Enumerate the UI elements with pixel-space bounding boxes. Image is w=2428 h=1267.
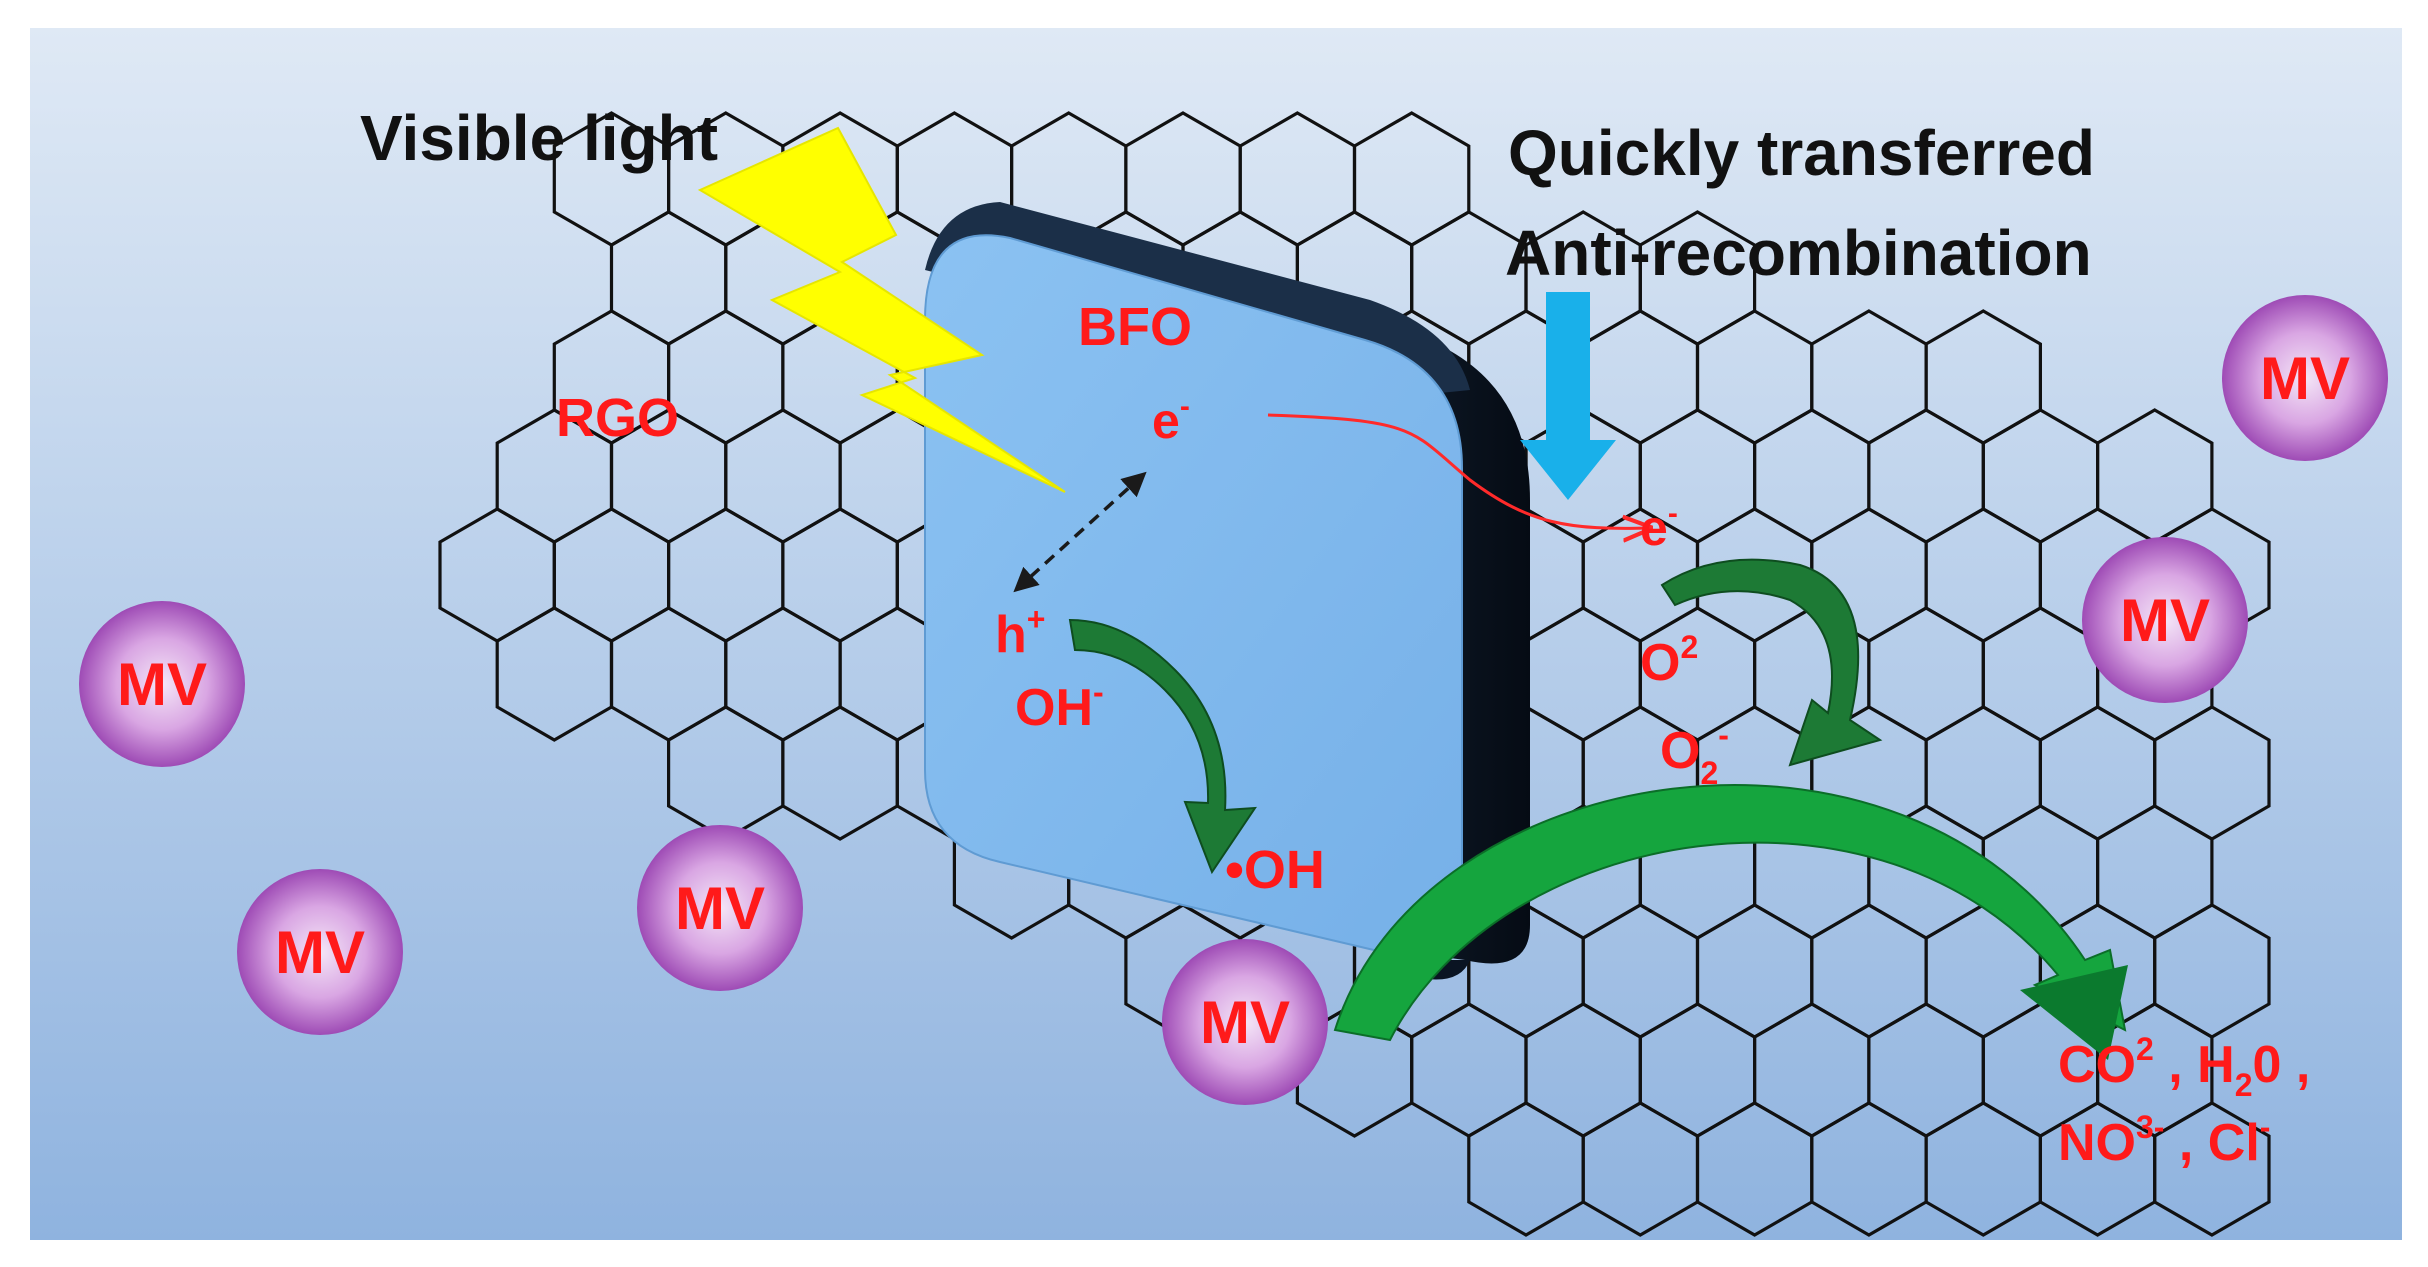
hole-label: h+: [995, 601, 1045, 664]
hydroxyl-radical-label: •OH: [1225, 840, 1325, 900]
molecule-mv-label: MV: [1200, 989, 1290, 1056]
anti-recombination-label: Anti-recombination: [1505, 217, 2092, 289]
molecule-mv-label: MV: [2260, 345, 2350, 412]
electron-bfo-label: e-: [1152, 390, 1190, 449]
rgo-label: RGO: [556, 388, 679, 448]
hexagon-cell: [2153, 903, 2271, 1039]
visible-light-label: Visible light: [360, 102, 718, 174]
oxygen-label: O2: [1640, 629, 1698, 692]
quickly-transferred-label: Quickly transferred: [1508, 117, 2095, 189]
charge-separation-dashed-arrow: [1013, 471, 1147, 593]
molecule-mv-label: MV: [675, 875, 765, 942]
molecule-mv: MV: [237, 869, 403, 1035]
oh-oxidation-arrow-icon: [1068, 618, 1257, 875]
electron-rgo-label: e-: [1640, 497, 1678, 556]
molecule-mv-label: MV: [275, 919, 365, 986]
electron-path-arrow: [1267, 413, 1650, 528]
products-line-2: NO3- , Cl-: [2058, 1109, 2270, 1172]
molecule-mv: MV: [1162, 939, 1328, 1105]
molecule-mv-label: MV: [117, 651, 207, 718]
molecule-mv: MV: [637, 825, 803, 991]
hexagon-cell: [2153, 1101, 2271, 1237]
molecule-mv: MV: [79, 601, 245, 767]
oxygen-reduction-arrow-icon: [1660, 558, 1883, 767]
hydroxide-label: OH-: [1015, 674, 1104, 737]
degradation-arrowhead-icon: [2020, 965, 2128, 1060]
molecule-mv-label: MV: [2120, 587, 2210, 654]
molecule-mv: MV: [2222, 295, 2388, 461]
products-line-1: CO2 , H20 ,: [2058, 1031, 2310, 1103]
superoxide-label: O2-: [1660, 717, 1729, 791]
molecule-mv: MV: [2082, 537, 2248, 703]
bfo-label: BFO: [1078, 297, 1192, 357]
hexagon-cell: [2153, 705, 2271, 841]
electron-transfer-arrow-icon: [1520, 292, 1616, 500]
degradation-arrow-icon: [1333, 784, 2127, 1042]
lightning-icon: [697, 126, 1066, 493]
